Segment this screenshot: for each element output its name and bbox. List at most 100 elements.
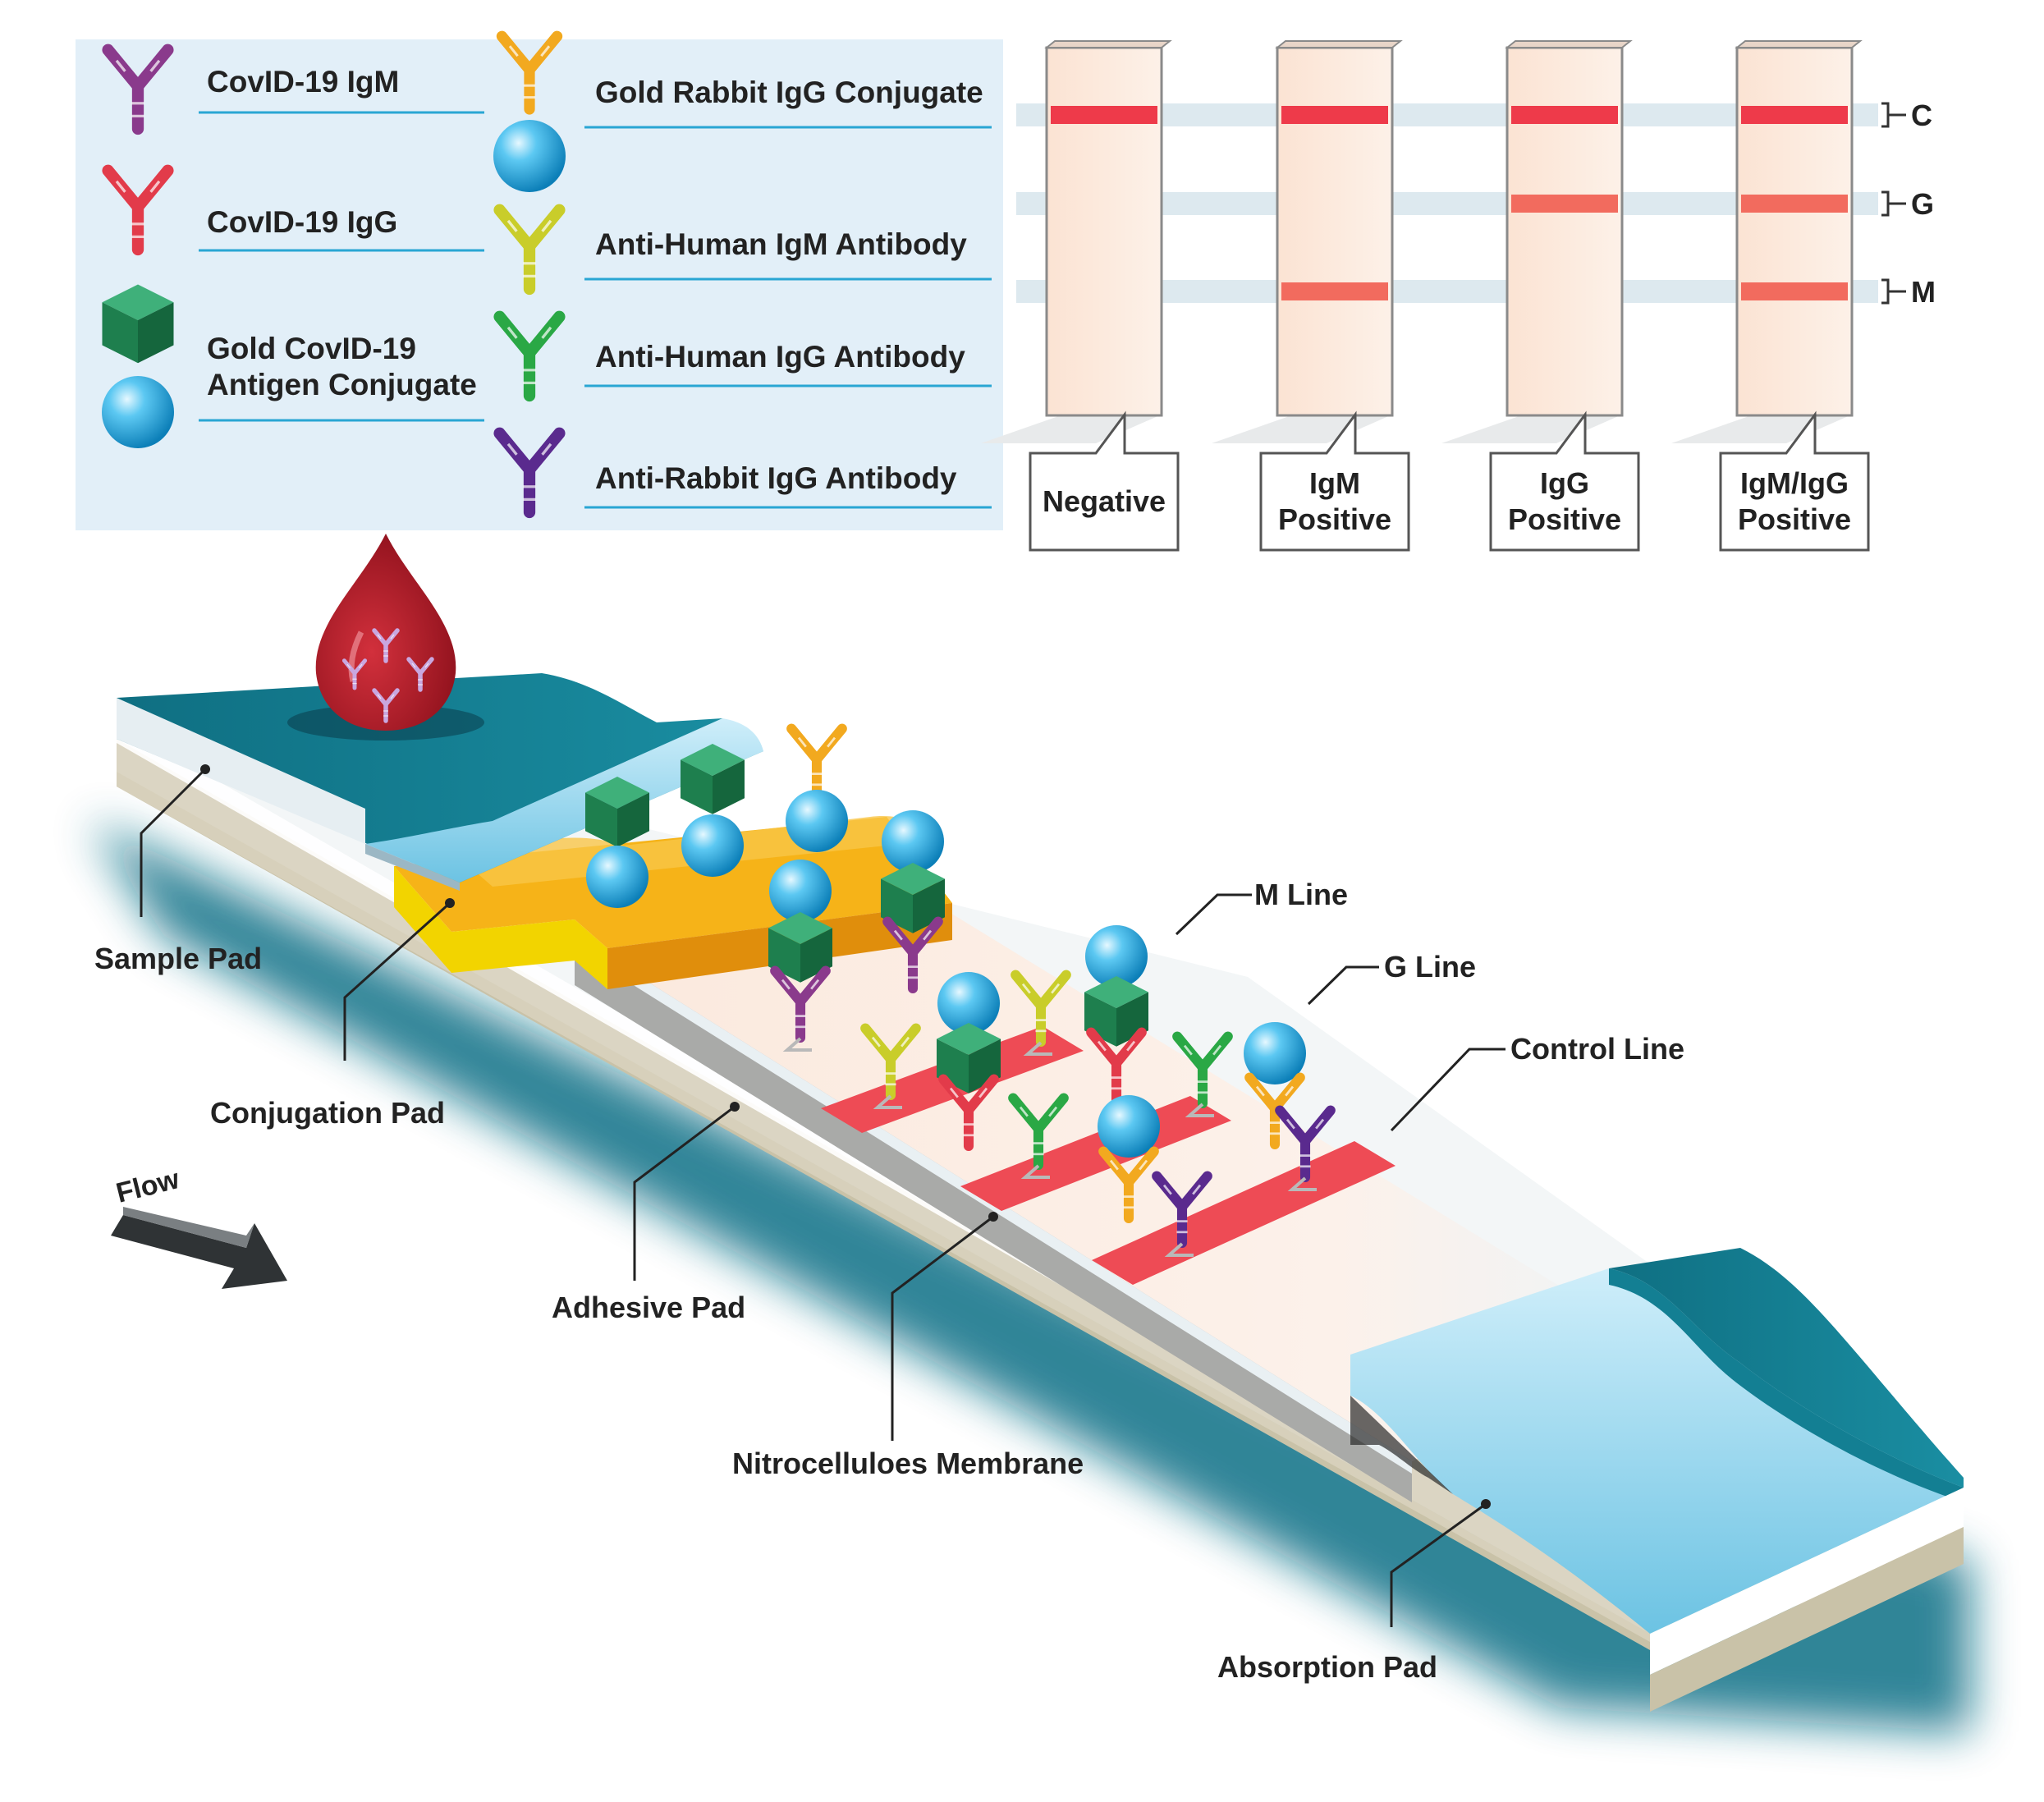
gold-rabbit-antibody [1244,1072,1305,1150]
anti-human-igg-antibody [1172,1031,1233,1109]
strip-body [1735,46,1854,417]
gold-particle-icon [102,376,174,448]
line-key-label: C [1911,99,1932,132]
result-line [1741,195,1848,213]
result-line [1511,106,1618,124]
covid-igm-antibody [770,965,831,1043]
antigen-conjugate-cube [681,744,745,814]
lateral-flow-strip: Flow Sample Pad Conjugation Pad Adhesive… [90,534,1970,1732]
covid-igg-antibody [938,1074,999,1152]
gold-rabbit-antibody [786,723,847,801]
line-key: C [1881,99,1932,132]
covid-igm-antibody [882,916,943,994]
g-test-line [960,1096,1231,1211]
legend-item: Anti-Rabbit IgG Antibody [493,427,992,519]
gold-particle [769,860,832,922]
g-line-label: G Line [1384,950,1476,984]
gold-particle [1085,925,1148,988]
antibody-icon [493,204,566,296]
legend-item: CovID-19 IgM [102,44,484,135]
legend-label: Antigen Conjugate [207,368,477,401]
covid-igg-antibody [1086,1027,1147,1105]
antibody-icon [102,44,174,135]
result-label-box [1259,410,1410,552]
result-line [1281,282,1388,300]
antibody-icon [493,427,566,519]
results-panel: NegativeIgMPositiveIgGPositiveIgM/IgGPos… [981,40,1936,552]
result-label: Positive [1278,502,1391,536]
legend-label: Gold CovID-19 [207,332,416,365]
result-label: IgG [1540,466,1589,500]
legend-label: Anti-Rabbit IgG Antibody [595,461,957,495]
legend-item: Gold Rabbit IgG Conjugate [493,30,992,192]
line-key-label: M [1911,275,1936,309]
anti-rabbit-antibody [1152,1171,1212,1249]
strip-body [1276,46,1394,417]
nitrocellulose-membrane [575,899,1658,1461]
gold-particle [586,846,648,908]
result-label: IgM/IgG [1740,466,1849,500]
legend-label: Anti-Human IgG Antibody [595,340,965,374]
result-line [1281,106,1388,124]
result-line [1511,195,1618,213]
conjugation-pad-label: Conjugation Pad [210,1096,445,1130]
line-key: G [1881,187,1934,221]
sample-pad-label: Sample Pad [94,942,262,975]
legend-label: Anti-Human IgM Antibody [595,227,967,261]
gold-particle [681,814,744,877]
antibody-icon [102,164,174,256]
result-label-box [1489,410,1640,552]
antigen-conjugate-cube [585,777,649,847]
control-line-label: Control Line [1510,1032,1684,1066]
sample-pad [117,673,763,883]
gold-particle [1244,1022,1306,1084]
flow-label: Flow [113,1163,183,1209]
flow-arrow [111,1207,287,1289]
membrane-label: Nitrocelluloes Membrane [732,1447,1084,1480]
antibody-in-sample [372,628,400,663]
legend-item: Anti-Human IgM Antibody [493,204,992,296]
legend-label: CovID-19 IgG [207,205,397,239]
strip-body [1506,46,1624,417]
result-label-box [1029,410,1180,552]
result-label: Positive [1738,502,1851,536]
result-line [1051,106,1157,124]
legend-label: Gold Rabbit IgG Conjugate [595,76,983,109]
legend-label: CovID-19 IgM [207,65,399,99]
result-line [1741,282,1848,300]
antibody-icon [493,310,566,402]
result-label: Positive [1508,502,1621,536]
result-label-box [1719,410,1870,552]
gold-particle [882,810,944,873]
anti-human-igm-antibody [1011,970,1071,1048]
gold-particle [1098,1095,1160,1158]
legend-item: CovID-19 IgG [102,164,484,256]
antigen-cube-icon [102,284,174,364]
antibody-in-sample [372,688,400,723]
strip-body [1045,46,1163,417]
control-line [1092,1141,1396,1285]
result-label: Negative [1043,484,1166,518]
adhesive-pad-label: Adhesive Pad [552,1291,745,1324]
anti-human-igm-antibody [860,1023,921,1101]
result-line [1741,106,1848,124]
gold-particle [786,790,848,852]
line-key: M [1881,275,1936,309]
anti-human-igg-antibody [1008,1093,1069,1171]
gold-particle-icon [493,120,566,192]
result-label: IgM [1309,466,1360,500]
gold-particle [937,972,1000,1034]
m-line-label: M Line [1254,878,1348,911]
result-strip: Negative [981,40,1180,552]
absorption-pad [1350,1268,1964,1634]
antibody-in-sample [406,657,434,692]
line-key-label: G [1911,187,1934,221]
antibody-icon [496,30,563,115]
antibody-in-sample [341,658,368,690]
